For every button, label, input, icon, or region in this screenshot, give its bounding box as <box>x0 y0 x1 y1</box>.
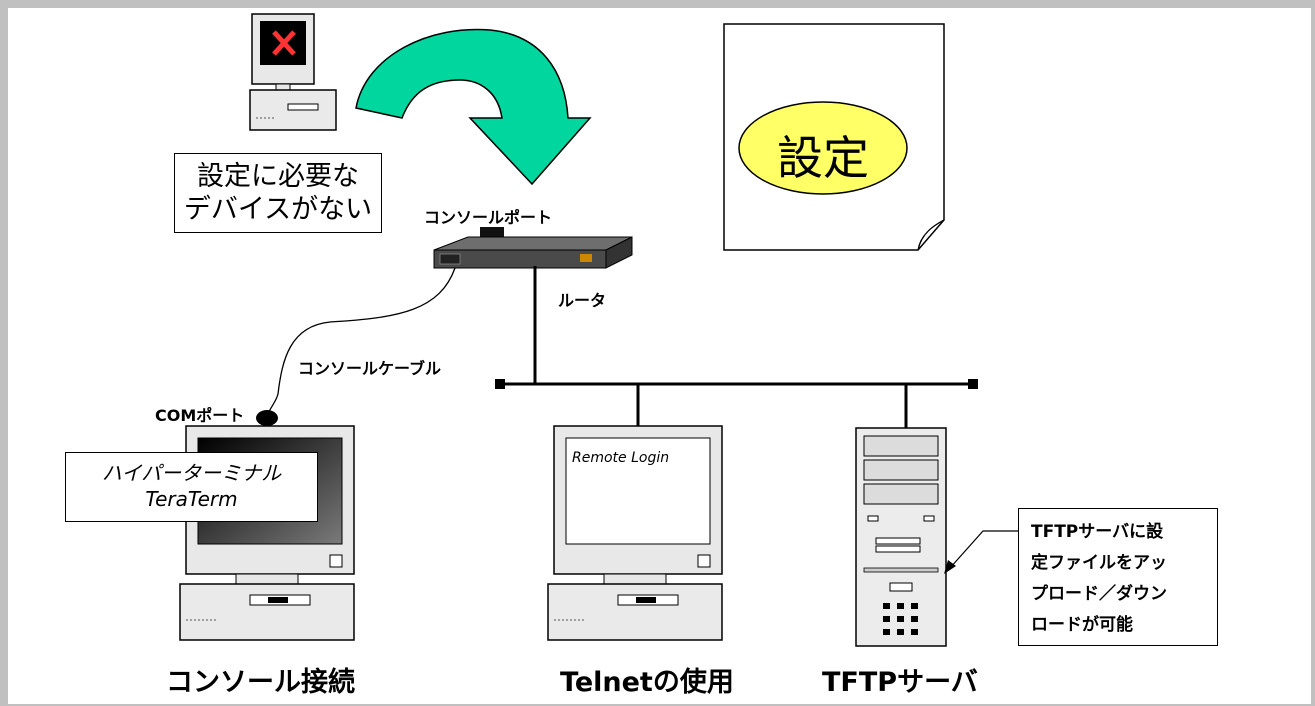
no-device-line-1: 設定に必要な <box>197 161 359 192</box>
remote-login-label: Remote Login <box>572 450 670 466</box>
curved-arrow-icon <box>355 28 592 186</box>
tftp-note-line-4: ロードが可能 <box>1031 615 1133 635</box>
desktop-pc-icon <box>547 425 723 641</box>
settings-label: 設定 <box>777 131 869 185</box>
tftp-note-line-1: TFTPサーバに設 <box>1031 522 1164 542</box>
crossed-monitor-pc-icon <box>249 13 337 131</box>
tftp-callout-pointer <box>944 530 1018 574</box>
terminal-software-box: ハイパーターミナル TeraTerm <box>65 452 318 522</box>
router-icon <box>433 227 633 269</box>
router-label: ルータ <box>558 291 607 310</box>
no-device-line-2: デバイスがない <box>183 194 373 225</box>
tftp-note-line-2: 定ファイルをアッ <box>1031 553 1167 573</box>
bus-terminator-left <box>495 379 505 389</box>
settings-ellipse <box>738 101 908 195</box>
console-cable-label: コンソールケーブル <box>298 359 442 378</box>
network-bus <box>500 266 974 428</box>
tower-server-icon <box>855 427 947 647</box>
terminal-name-teraterm: TeraTerm <box>145 487 238 511</box>
console-cable <box>267 267 456 415</box>
com-port-label: COMポート <box>155 406 245 425</box>
tftp-note-box: TFTPサーバに設 定ファイルをアッ プロード／ダウン ロードが可能 <box>1018 508 1218 646</box>
tftp-note-line-3: プロード／ダウン <box>1031 584 1167 604</box>
caption-console-connection: コンソール接続 <box>166 667 355 698</box>
document-page-icon <box>723 23 945 251</box>
caption-tftp-server: TFTPサーバ <box>822 667 978 698</box>
terminal-name-hyperterminal: ハイパーターミナル <box>101 461 282 485</box>
console-port-label: コンソールポート <box>424 208 553 227</box>
bus-terminator-right <box>968 379 978 389</box>
no-device-callout: 設定に必要な デバイスがない <box>174 153 382 233</box>
caption-telnet: Telnetの使用 <box>560 667 734 698</box>
com-port-connector <box>256 410 278 426</box>
